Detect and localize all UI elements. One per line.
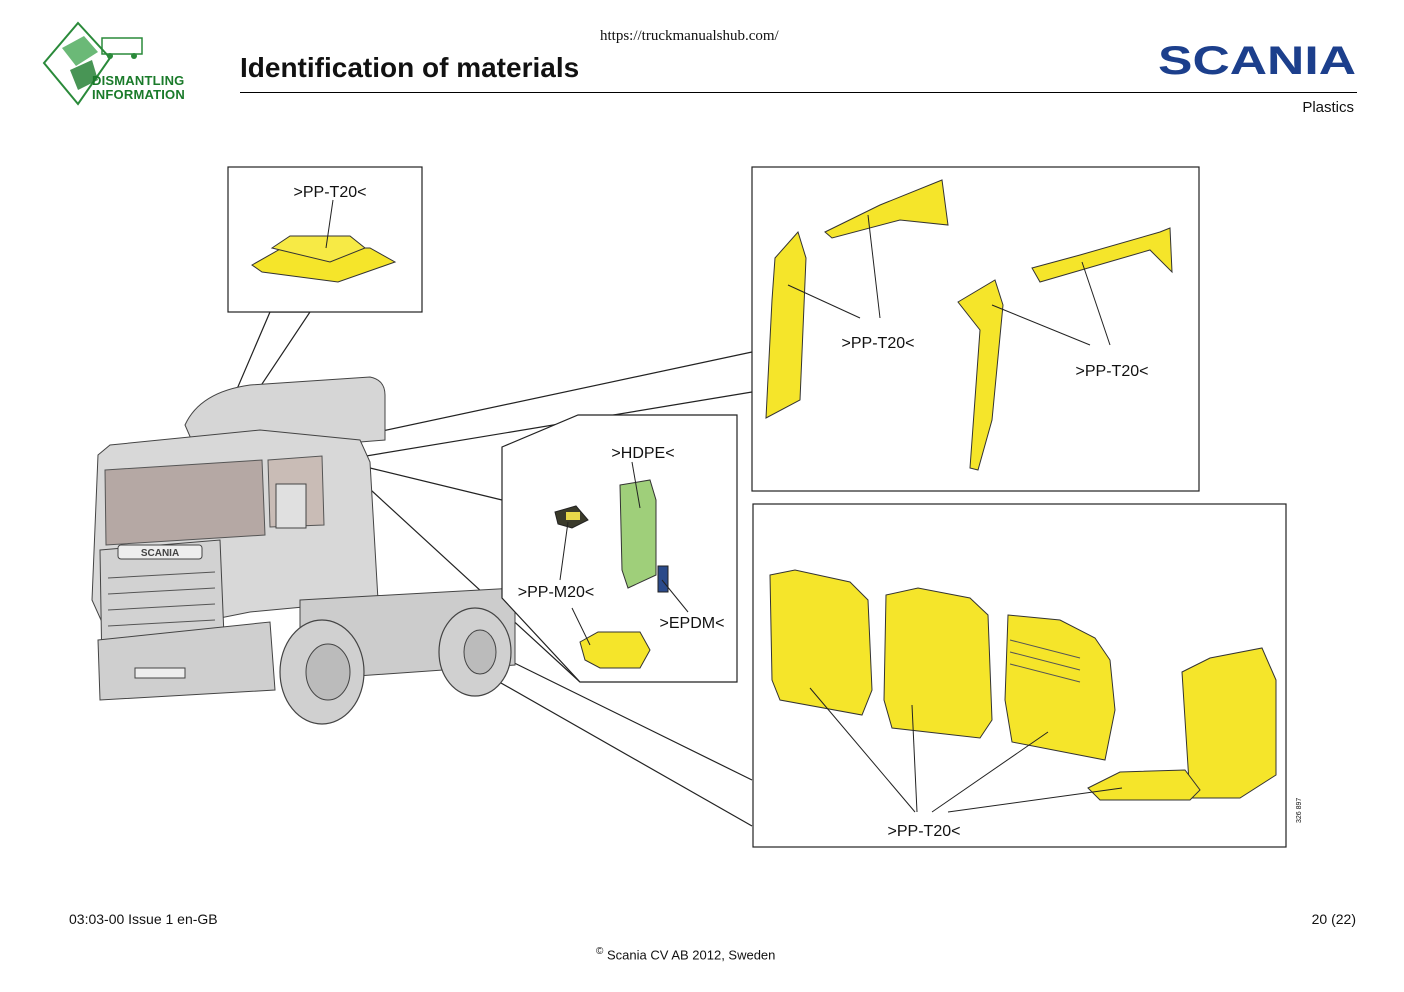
side-parts-box xyxy=(501,414,738,683)
roof-hatch-part xyxy=(251,235,397,283)
roof-callout-label: >PP-T20< xyxy=(294,184,367,201)
pp-m20-callout-label: >PP-M20< xyxy=(518,584,594,601)
side-callout-line-1 xyxy=(369,467,503,501)
pillar-trim-parts xyxy=(765,179,1173,471)
truck-illustration: SCANIA xyxy=(91,376,516,725)
logo-line-1: DISMANTLING xyxy=(92,73,185,88)
source-url: https://truckmanualshub.com/ xyxy=(600,28,779,44)
section-label: Plastics xyxy=(1302,99,1354,116)
figure-number: 326 897 xyxy=(1296,797,1303,823)
panels-callout-label: >PP-T20< xyxy=(888,823,961,840)
hdpe-callout-label: >HDPE< xyxy=(611,445,674,462)
scania-wordmark: SCANIA xyxy=(1158,40,1356,80)
header-divider xyxy=(240,92,1357,93)
epdm-callout-label: >EPDM< xyxy=(660,615,725,632)
copyright-text: Scania CV AB 2012, Sweden xyxy=(607,947,776,963)
pillar-callout-line-2 xyxy=(329,391,753,463)
grille-badge xyxy=(117,544,203,560)
scania-logo: SCANIA xyxy=(1158,40,1356,80)
page-title: Identification of materials xyxy=(240,52,580,83)
side-callout-line-2 xyxy=(359,479,581,683)
logo-line-2: INFORMATION xyxy=(92,87,185,102)
document-id: 03:03-00 Issue 1 en-GB xyxy=(69,911,218,927)
dismantling-logo xyxy=(40,18,210,108)
interior-panels xyxy=(769,569,1277,801)
grille-badge-text: SCANIA xyxy=(141,548,179,559)
pillars-left-callout-label: >PP-T20< xyxy=(842,335,915,352)
copyright-symbol: © xyxy=(596,946,604,957)
page-number: 20 (22) xyxy=(1311,911,1356,927)
pillars-right-callout-label: >PP-T20< xyxy=(1076,363,1149,380)
copyright-line: © Scania CV AB 2012, Sweden xyxy=(596,946,775,962)
side-parts xyxy=(554,479,669,669)
recycle-truck-icon xyxy=(42,21,143,106)
